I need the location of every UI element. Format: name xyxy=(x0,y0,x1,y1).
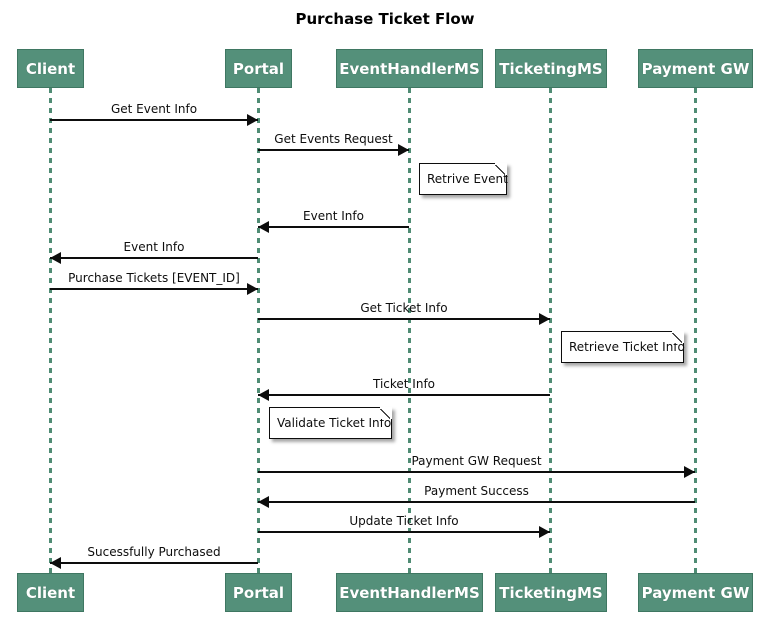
note-fold-corner-icon xyxy=(495,163,507,175)
arrow-head-left-icon xyxy=(258,496,269,508)
message-label: Payment Success xyxy=(424,484,529,498)
message-label: Sucessfully Purchased xyxy=(87,545,221,559)
arrow-head-left-icon xyxy=(258,389,269,401)
arrow-head-right-icon xyxy=(539,526,550,538)
arrow-head-right-icon xyxy=(684,466,695,478)
message-line xyxy=(258,394,550,396)
message-line xyxy=(50,562,258,564)
message-label: Payment GW Request xyxy=(411,454,542,468)
arrow-head-left-icon xyxy=(50,557,61,569)
message-line xyxy=(50,257,258,259)
participant-header-tms[interactable]: TicketingMS xyxy=(495,49,607,88)
participant-footer-client[interactable]: Client xyxy=(17,573,84,612)
participant-footer-ehms[interactable]: EventHandlerMS xyxy=(336,573,483,612)
message-label: Get Events Request xyxy=(274,132,393,146)
lifeline-portal xyxy=(257,88,260,573)
lifeline-client xyxy=(49,88,52,573)
message-label: Get Event Info xyxy=(110,102,198,116)
page-title: Purchase Ticket Flow xyxy=(295,10,475,28)
arrow-head-right-icon xyxy=(398,144,409,156)
note-box: Retrive Event xyxy=(419,163,508,195)
note-box: Validate Ticket Info xyxy=(269,407,392,439)
message-label: Ticket Info xyxy=(372,377,436,391)
arrow-head-right-icon xyxy=(539,313,550,325)
message-line xyxy=(258,501,695,503)
participant-footer-tms[interactable]: TicketingMS xyxy=(495,573,607,612)
arrow-head-left-icon xyxy=(50,252,61,264)
message-line xyxy=(258,318,550,320)
note-label: Retrieve Ticket Info xyxy=(569,340,685,354)
lifeline-ehms xyxy=(408,88,411,573)
participant-header-portal[interactable]: Portal xyxy=(225,49,292,88)
note-box: Retrieve Ticket Info xyxy=(561,331,685,363)
participant-header-pgw[interactable]: Payment GW xyxy=(638,49,753,88)
arrow-head-right-icon xyxy=(247,114,258,126)
message-label: Event Info xyxy=(123,240,185,254)
note-label: Retrive Event xyxy=(427,172,508,186)
participant-footer-pgw[interactable]: Payment GW xyxy=(638,573,753,612)
message-label: Event Info xyxy=(303,209,364,223)
note-fold-corner-icon xyxy=(380,407,392,419)
participant-footer-portal[interactable]: Portal xyxy=(225,573,292,612)
arrow-head-right-icon xyxy=(247,283,258,295)
message-line xyxy=(258,531,550,533)
lifeline-tms xyxy=(549,88,552,573)
arrow-head-left-icon xyxy=(258,221,269,233)
note-label: Validate Ticket Info xyxy=(277,416,392,430)
message-label: Get Ticket Info xyxy=(360,301,448,315)
message-label: Update Ticket Info xyxy=(349,514,459,528)
message-line xyxy=(258,149,409,151)
message-line xyxy=(258,471,695,473)
note-fold-corner-icon xyxy=(672,331,684,343)
message-line xyxy=(50,119,258,121)
lifeline-pgw xyxy=(694,88,697,573)
message-line xyxy=(50,288,258,290)
message-label: Purchase Tickets [EVENT_ID] xyxy=(68,271,240,285)
message-line xyxy=(258,226,409,228)
participant-header-ehms[interactable]: EventHandlerMS xyxy=(336,49,483,88)
participant-header-client[interactable]: Client xyxy=(17,49,84,88)
